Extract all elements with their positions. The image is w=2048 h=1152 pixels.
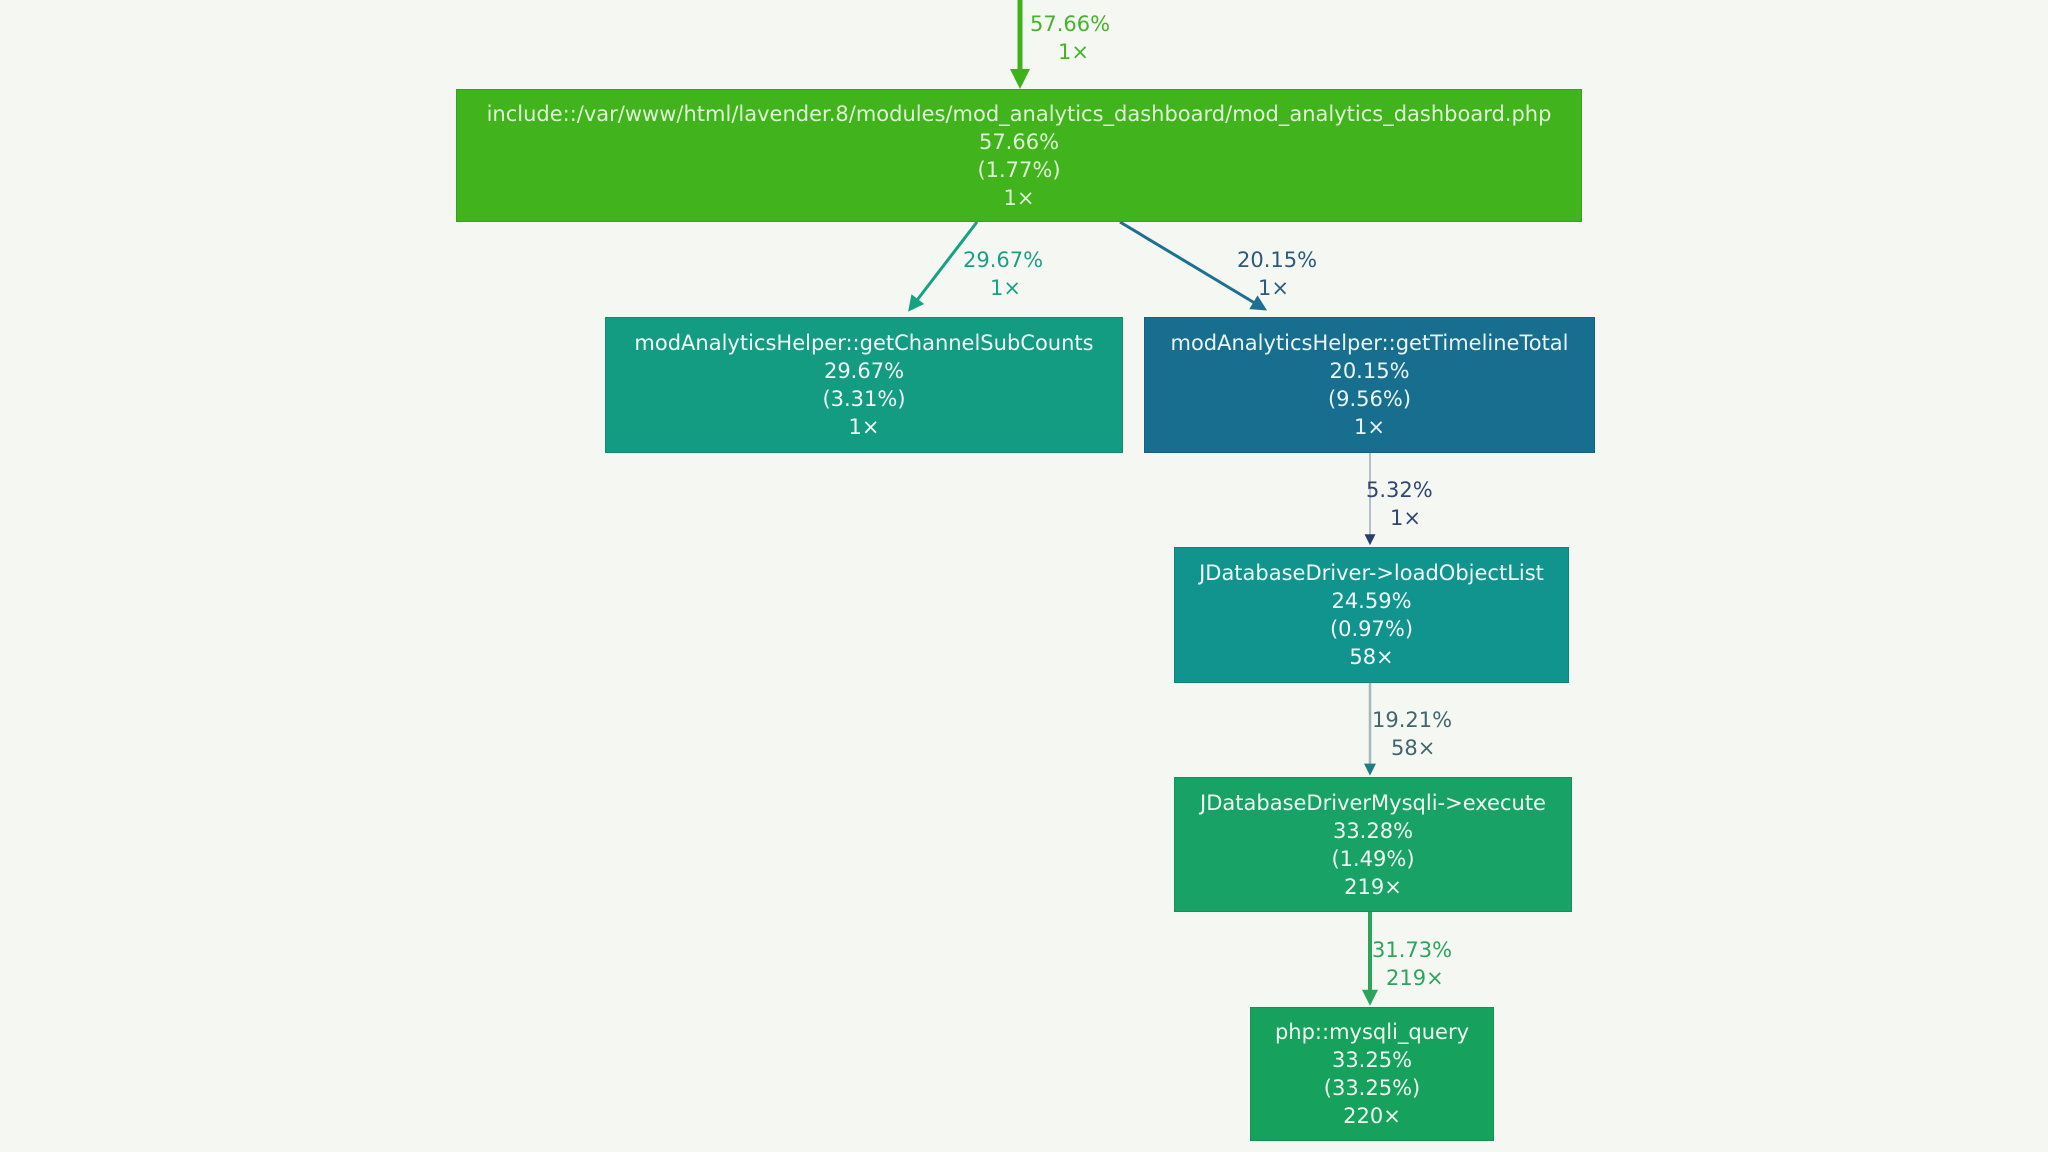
node-total-pct: 57.66% <box>978 129 1060 154</box>
edge-label-calls: 1× <box>990 276 1021 300</box>
edge-label-pct: 29.67% <box>963 248 1043 272</box>
node-mod-analytics-dashboard-php[interactable]: include::/var/www/html/lavender.8/module… <box>456 89 1582 222</box>
edge-label-calls: 58× <box>1391 736 1435 760</box>
node-mysqli-query[interactable]: php::mysqli_query 33.25% (33.25%) 220× <box>1250 1007 1494 1141</box>
node-total-pct: 29.67% <box>823 359 905 383</box>
node-loadobjectlist[interactable]: JDatabaseDriver->loadObjectList 24.59% (… <box>1174 547 1569 683</box>
node-total-pct: 20.15% <box>1329 359 1410 383</box>
edge-include-to-getchannelsubcounts <box>908 221 979 312</box>
node-self-pct: (9.56%) <box>1327 387 1412 411</box>
node-self-pct: (3.31%) <box>822 387 906 411</box>
edge-label-calls: 1× <box>1058 40 1089 64</box>
node-mysqli-execute[interactable]: JDatabaseDriverMysqli->execute 33.28% (1… <box>1174 777 1572 912</box>
node-function-name: modAnalyticsHelper::getTimelineTotal <box>1170 331 1569 355</box>
node-call-count: 1× <box>1003 185 1035 210</box>
node-total-pct: 24.59% <box>1331 589 1412 613</box>
node-call-count: 219× <box>1344 874 1402 899</box>
edge-label-pct: 57.66% <box>1030 12 1110 36</box>
edge-label-calls: 1× <box>1258 276 1289 300</box>
node-call-count: 58× <box>1349 645 1394 669</box>
node-function-name: modAnalyticsHelper::getChannelSubCounts <box>634 331 1094 355</box>
node-gettimelinetotal[interactable]: modAnalyticsHelper::getTimelineTotal 20.… <box>1144 317 1595 453</box>
node-self-pct: (33.25%) <box>1323 1076 1421 1100</box>
node-self-pct: (1.49%) <box>1331 846 1415 871</box>
node-function-name: JDatabaseDriverMysqli->execute <box>1200 790 1546 815</box>
node-total-pct: 33.25% <box>1331 1048 1413 1072</box>
edge-label-calls: 1× <box>1390 506 1421 530</box>
node-getchannelsubcounts[interactable]: modAnalyticsHelper::getChannelSubCounts … <box>605 317 1123 453</box>
node-call-count: 1× <box>1354 415 1385 439</box>
edge-label-pct: 19.21% <box>1372 708 1452 732</box>
node-call-count: 1× <box>848 415 880 439</box>
node-call-count: 220× <box>1343 1104 1401 1128</box>
edge-label-pct: 31.73% <box>1372 938 1452 962</box>
edge-include-to-gettimelinetotal <box>1119 220 1268 311</box>
node-total-pct: 33.28% <box>1332 818 1414 843</box>
node-function-name: include::/var/www/html/lavender.8/module… <box>486 101 1552 126</box>
node-self-pct: (0.97%) <box>1329 617 1414 641</box>
node-function-name: php::mysqli_query <box>1274 1020 1470 1044</box>
edge-label-calls: 219× <box>1386 966 1444 990</box>
node-self-pct: (1.77%) <box>977 157 1061 182</box>
node-function-name: JDatabaseDriver->loadObjectList <box>1199 561 1544 585</box>
edge-label-pct: 20.15% <box>1237 248 1317 272</box>
edge-label-pct: 5.32% <box>1366 478 1433 502</box>
